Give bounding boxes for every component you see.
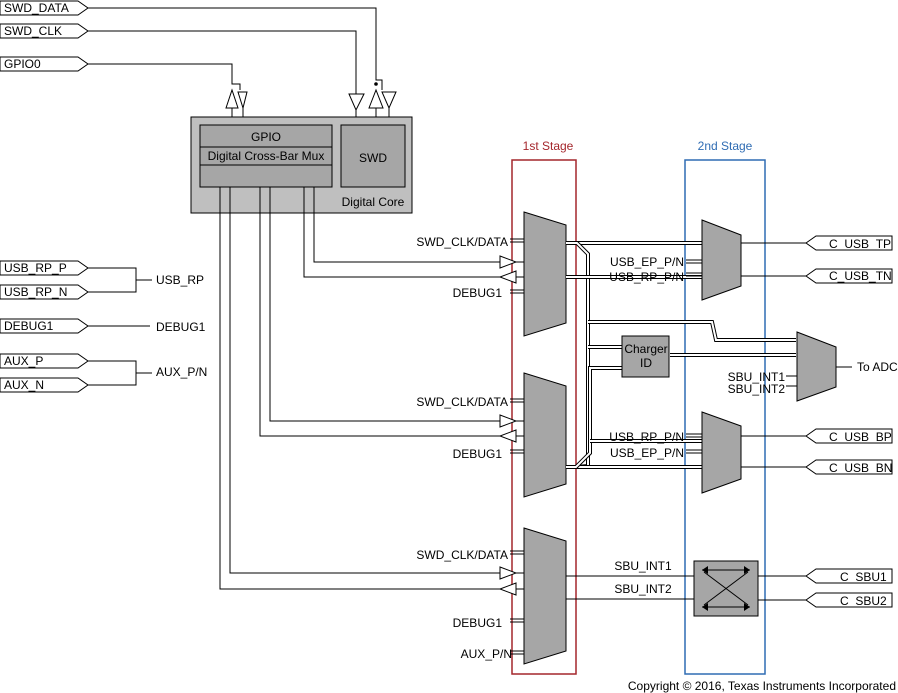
first-stage-label: 1st Stage: [523, 139, 574, 153]
pin-aux-p-label: AUX_P: [4, 354, 43, 368]
second-stage-mux-top: USB_EP_P/N USB_RP_P/N: [609, 219, 806, 301]
pin-debug1-label: DEBUG1: [4, 319, 54, 333]
pin-swd-clk: SWD_CLK: [0, 23, 89, 39]
to-adc-label: To ADC: [857, 360, 898, 374]
pin-c-sbu1-label: C_SBU1: [840, 570, 887, 584]
first-stage-mux-1: SWD_CLK/DATA DEBUG1: [416, 211, 567, 337]
mux3-aux-label: AUX_P/N: [461, 647, 512, 661]
charger-label: Charger: [624, 342, 667, 356]
sbu-crossbar: SBU_INT1 SBU_INT2: [566, 559, 806, 617]
pin-c-usb-bp: C_USB_BP: [805, 428, 893, 444]
pin-c-usb-bn-label: C_USB_BN: [829, 461, 892, 475]
second-stage-box: [684, 159, 766, 675]
charger-id-label: ID: [640, 356, 652, 370]
adc-sbu-int2-label: SBU_INT2: [728, 382, 786, 396]
aux-net-label: AUX_P/N: [156, 365, 207, 379]
pin-c-usb-bn: C_USB_BN: [805, 459, 893, 475]
pin-usb-rp-n: USB_RP_N: [0, 284, 89, 300]
second-stage-label: 2nd Stage: [698, 139, 753, 153]
pin-debug1: DEBUG1: [0, 318, 89, 334]
bus-lines: [566, 241, 796, 469]
pin-usb-rp-p: USB_RP_P: [0, 260, 89, 276]
swd-block-label: SWD: [359, 151, 387, 165]
aux-net: AUX_P/N: [88, 360, 207, 386]
pin-c-usb-tn-label: C_USB_TN: [829, 269, 892, 283]
pin-usb-rp-n-label: USB_RP_N: [4, 285, 67, 299]
mux3-swd-label: SWD_CLK/DATA: [416, 548, 508, 562]
mux-bot-rp-label: USB_RP_P/N: [609, 430, 684, 444]
mux-top-rp-label: USB_RP_P/N: [609, 270, 684, 284]
debug1-net: DEBUG1: [88, 320, 206, 334]
first-stage-box: [511, 159, 577, 675]
pin-c-sbu1: C_SBU1: [805, 568, 893, 584]
pin-aux-n-label: AUX_N: [4, 378, 44, 392]
usb-rp-net: USB_RP: [88, 267, 204, 293]
mux3-debug1-label: DEBUG1: [453, 616, 503, 630]
mux1-swd-label: SWD_CLK/DATA: [416, 235, 508, 249]
adc-sbu-int1-label: SBU_INT1: [728, 370, 786, 384]
swd-buffers: [348, 88, 397, 117]
pin-c-usb-tp: C_USB_TP: [805, 235, 893, 251]
adc-mux: SBU_INT1 SBU_INT2 To ADC: [728, 331, 898, 402]
pin-c-sbu2: C_SBU2: [805, 592, 893, 608]
digital-core-label: Digital Core: [342, 195, 405, 209]
mux-bot-ep-label: USB_EP_P/N: [610, 446, 684, 460]
sbu-int2-label: SBU_INT2: [614, 582, 672, 596]
gpio-buffers: [225, 88, 248, 117]
pin-aux-n: AUX_N: [0, 377, 89, 393]
mux2-debug1-label: DEBUG1: [453, 447, 503, 461]
pin-aux-p: AUX_P: [0, 353, 89, 369]
first-stage-mux-3: SWD_CLK/DATA DEBUG1 AUX_P/N: [416, 527, 567, 665]
gpio-label: GPIO: [251, 130, 281, 144]
mux2-swd-label: SWD_CLK/DATA: [416, 395, 508, 409]
pin-c-sbu2-label: C_SBU2: [840, 594, 887, 608]
mux-top-ep-label: USB_EP_P/N: [610, 255, 684, 269]
pin-c-usb-tp-label: C_USB_TP: [829, 237, 891, 251]
charger-id-block: Charger ID: [621, 335, 670, 378]
crossbar-wires: [219, 187, 500, 590]
pin-gpio0-label: GPIO0: [4, 57, 41, 71]
pin-usb-rp-p-label: USB_RP_P: [4, 261, 67, 275]
crossbar-label: Digital Cross-Bar Mux: [208, 149, 325, 163]
mux1-debug1-label: DEBUG1: [453, 286, 503, 300]
pin-swd-data: SWD_DATA: [0, 0, 89, 16]
pin-c-usb-bp-label: C_USB_BP: [829, 430, 892, 444]
pin-gpio0: GPIO0: [0, 56, 89, 72]
pin-swd-data-label: SWD_DATA: [4, 1, 69, 15]
swd-wires: [88, 7, 383, 94]
sbu-int1-label: SBU_INT1: [614, 559, 672, 573]
first-stage-mux-2: SWD_CLK/DATA DEBUG1: [416, 372, 567, 498]
usb-rp-net-label: USB_RP: [156, 273, 204, 287]
copyright-notice: Copyright © 2016, Texas Instruments Inco…: [628, 679, 896, 693]
second-stage-mux-bottom: USB_RP_P/N USB_EP_P/N: [609, 411, 806, 494]
digital-core-block: GPIO Digital Cross-Bar Mux SWD Digital C…: [190, 116, 413, 214]
debug1-net-label: DEBUG1: [156, 320, 206, 334]
pin-c-usb-tn: C_USB_TN: [805, 268, 893, 284]
pin-swd-clk-label: SWD_CLK: [4, 24, 62, 38]
